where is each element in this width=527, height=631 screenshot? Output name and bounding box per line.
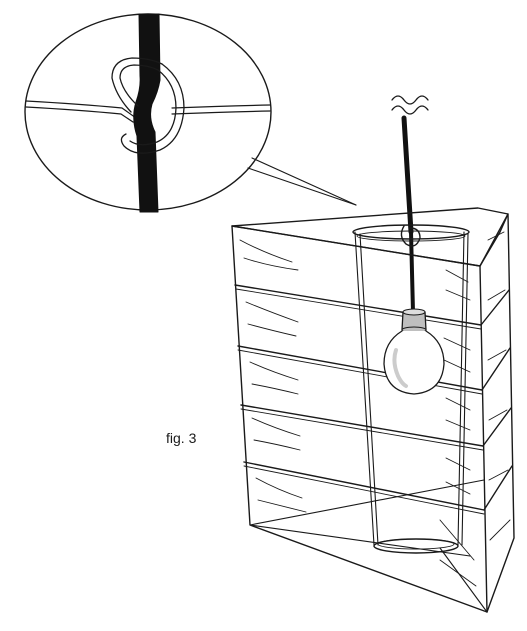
top-ring xyxy=(352,224,470,240)
figure-label: fig. 3 xyxy=(166,430,197,446)
zoom-callout xyxy=(24,13,357,213)
light-bulb xyxy=(383,330,445,395)
bulb-highlight xyxy=(392,348,408,388)
zoom-frame-wire xyxy=(25,100,271,123)
lantern-front-panel xyxy=(231,225,488,613)
cord-cut-mark-lower xyxy=(391,105,429,115)
zoom-pointer-upper xyxy=(251,157,357,206)
pleat-lines-front xyxy=(234,284,485,515)
paper-lantern xyxy=(231,207,515,613)
suspension-cord xyxy=(391,95,429,314)
top-hook xyxy=(400,225,421,247)
pleat-lines-side xyxy=(480,289,513,511)
zoom-hook xyxy=(111,57,185,154)
socket xyxy=(401,308,427,334)
inner-wire-frame xyxy=(354,231,469,546)
pleat-creases xyxy=(239,231,511,587)
cord-cut-mark-upper xyxy=(391,95,429,105)
zoom-pointer-lower xyxy=(247,167,357,206)
bottom-frame xyxy=(249,479,488,613)
zoom-cord xyxy=(133,13,161,213)
lantern-side-panel xyxy=(479,213,515,613)
light-fixture xyxy=(383,308,445,395)
